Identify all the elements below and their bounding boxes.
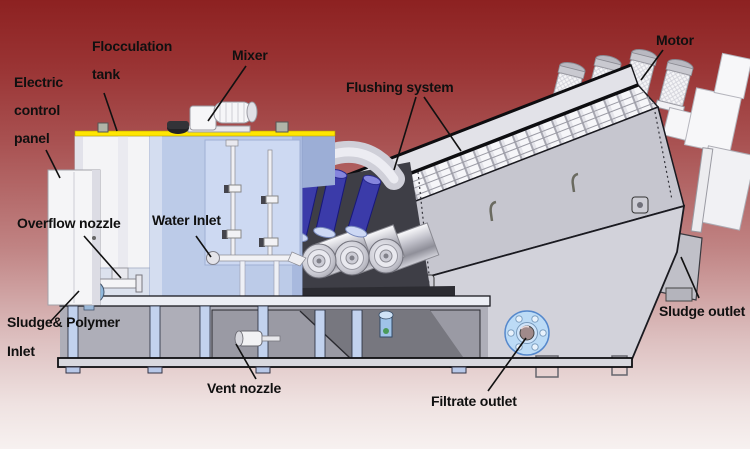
tank-assembly (74, 101, 336, 303)
label-motor: Motor (656, 32, 694, 48)
leader-line (640, 49, 664, 81)
overflow-flange (135, 274, 143, 293)
leader-line (393, 96, 417, 171)
label-filtrate-outlet: Filtrate outlet (431, 393, 517, 409)
label-overflow-nozzle: Overflow nozzle (17, 215, 121, 231)
frame-legs (67, 305, 363, 361)
tank-top-clamp (275, 121, 289, 133)
leader-line (207, 65, 247, 122)
label-flushing-system: Flushing system (346, 79, 454, 95)
drive-motors (547, 46, 750, 233)
tank-side-wall (302, 136, 335, 188)
label-water-inlet: Water Inlet (152, 212, 221, 228)
panel-handle-knob (92, 236, 96, 240)
frame-elbow-pipe (378, 310, 394, 338)
label-electric-control-panel: Electric control panel (14, 74, 63, 146)
panel-handle (489, 200, 497, 222)
leader-line (423, 96, 462, 152)
leader-line (235, 343, 257, 380)
vent-nozzle-part (234, 330, 281, 347)
press-frame (57, 295, 633, 374)
leader-line (83, 235, 122, 279)
leader-lines (45, 49, 700, 392)
leader-line (49, 290, 80, 323)
frame-bottom-rail (57, 357, 633, 368)
label-vent-nozzle: Vent nozzle (207, 380, 282, 396)
leader-line (103, 92, 118, 132)
leader-line (487, 337, 527, 392)
gear-reducers (554, 52, 750, 233)
overflow-pipe (97, 278, 139, 289)
screw-drums (301, 222, 440, 279)
mixer-unit (167, 101, 258, 134)
label-flocculation-tank: Flocculation tank (92, 38, 173, 82)
frame-foot-pads (65, 366, 467, 374)
label-sludge-outlet: Sludge outlet (659, 303, 746, 319)
mixing-tank (149, 135, 303, 301)
frame-top-rail (59, 295, 491, 307)
tank-top-clamp (97, 122, 109, 133)
electric-control-panel-box (47, 169, 101, 306)
leader-line (680, 256, 700, 299)
panel-handle (571, 172, 579, 193)
water-inlet-piping (206, 139, 307, 299)
drum-end-disc (301, 238, 404, 279)
label-mixer: Mixer (232, 47, 268, 63)
filtrate-outlet-flange (504, 310, 550, 356)
leader-line (195, 235, 212, 258)
label-sludge-polymer-inlet: Sludge& Polymer Inlet (7, 314, 120, 359)
feed-chutes (285, 152, 382, 243)
leader-line (45, 149, 61, 179)
